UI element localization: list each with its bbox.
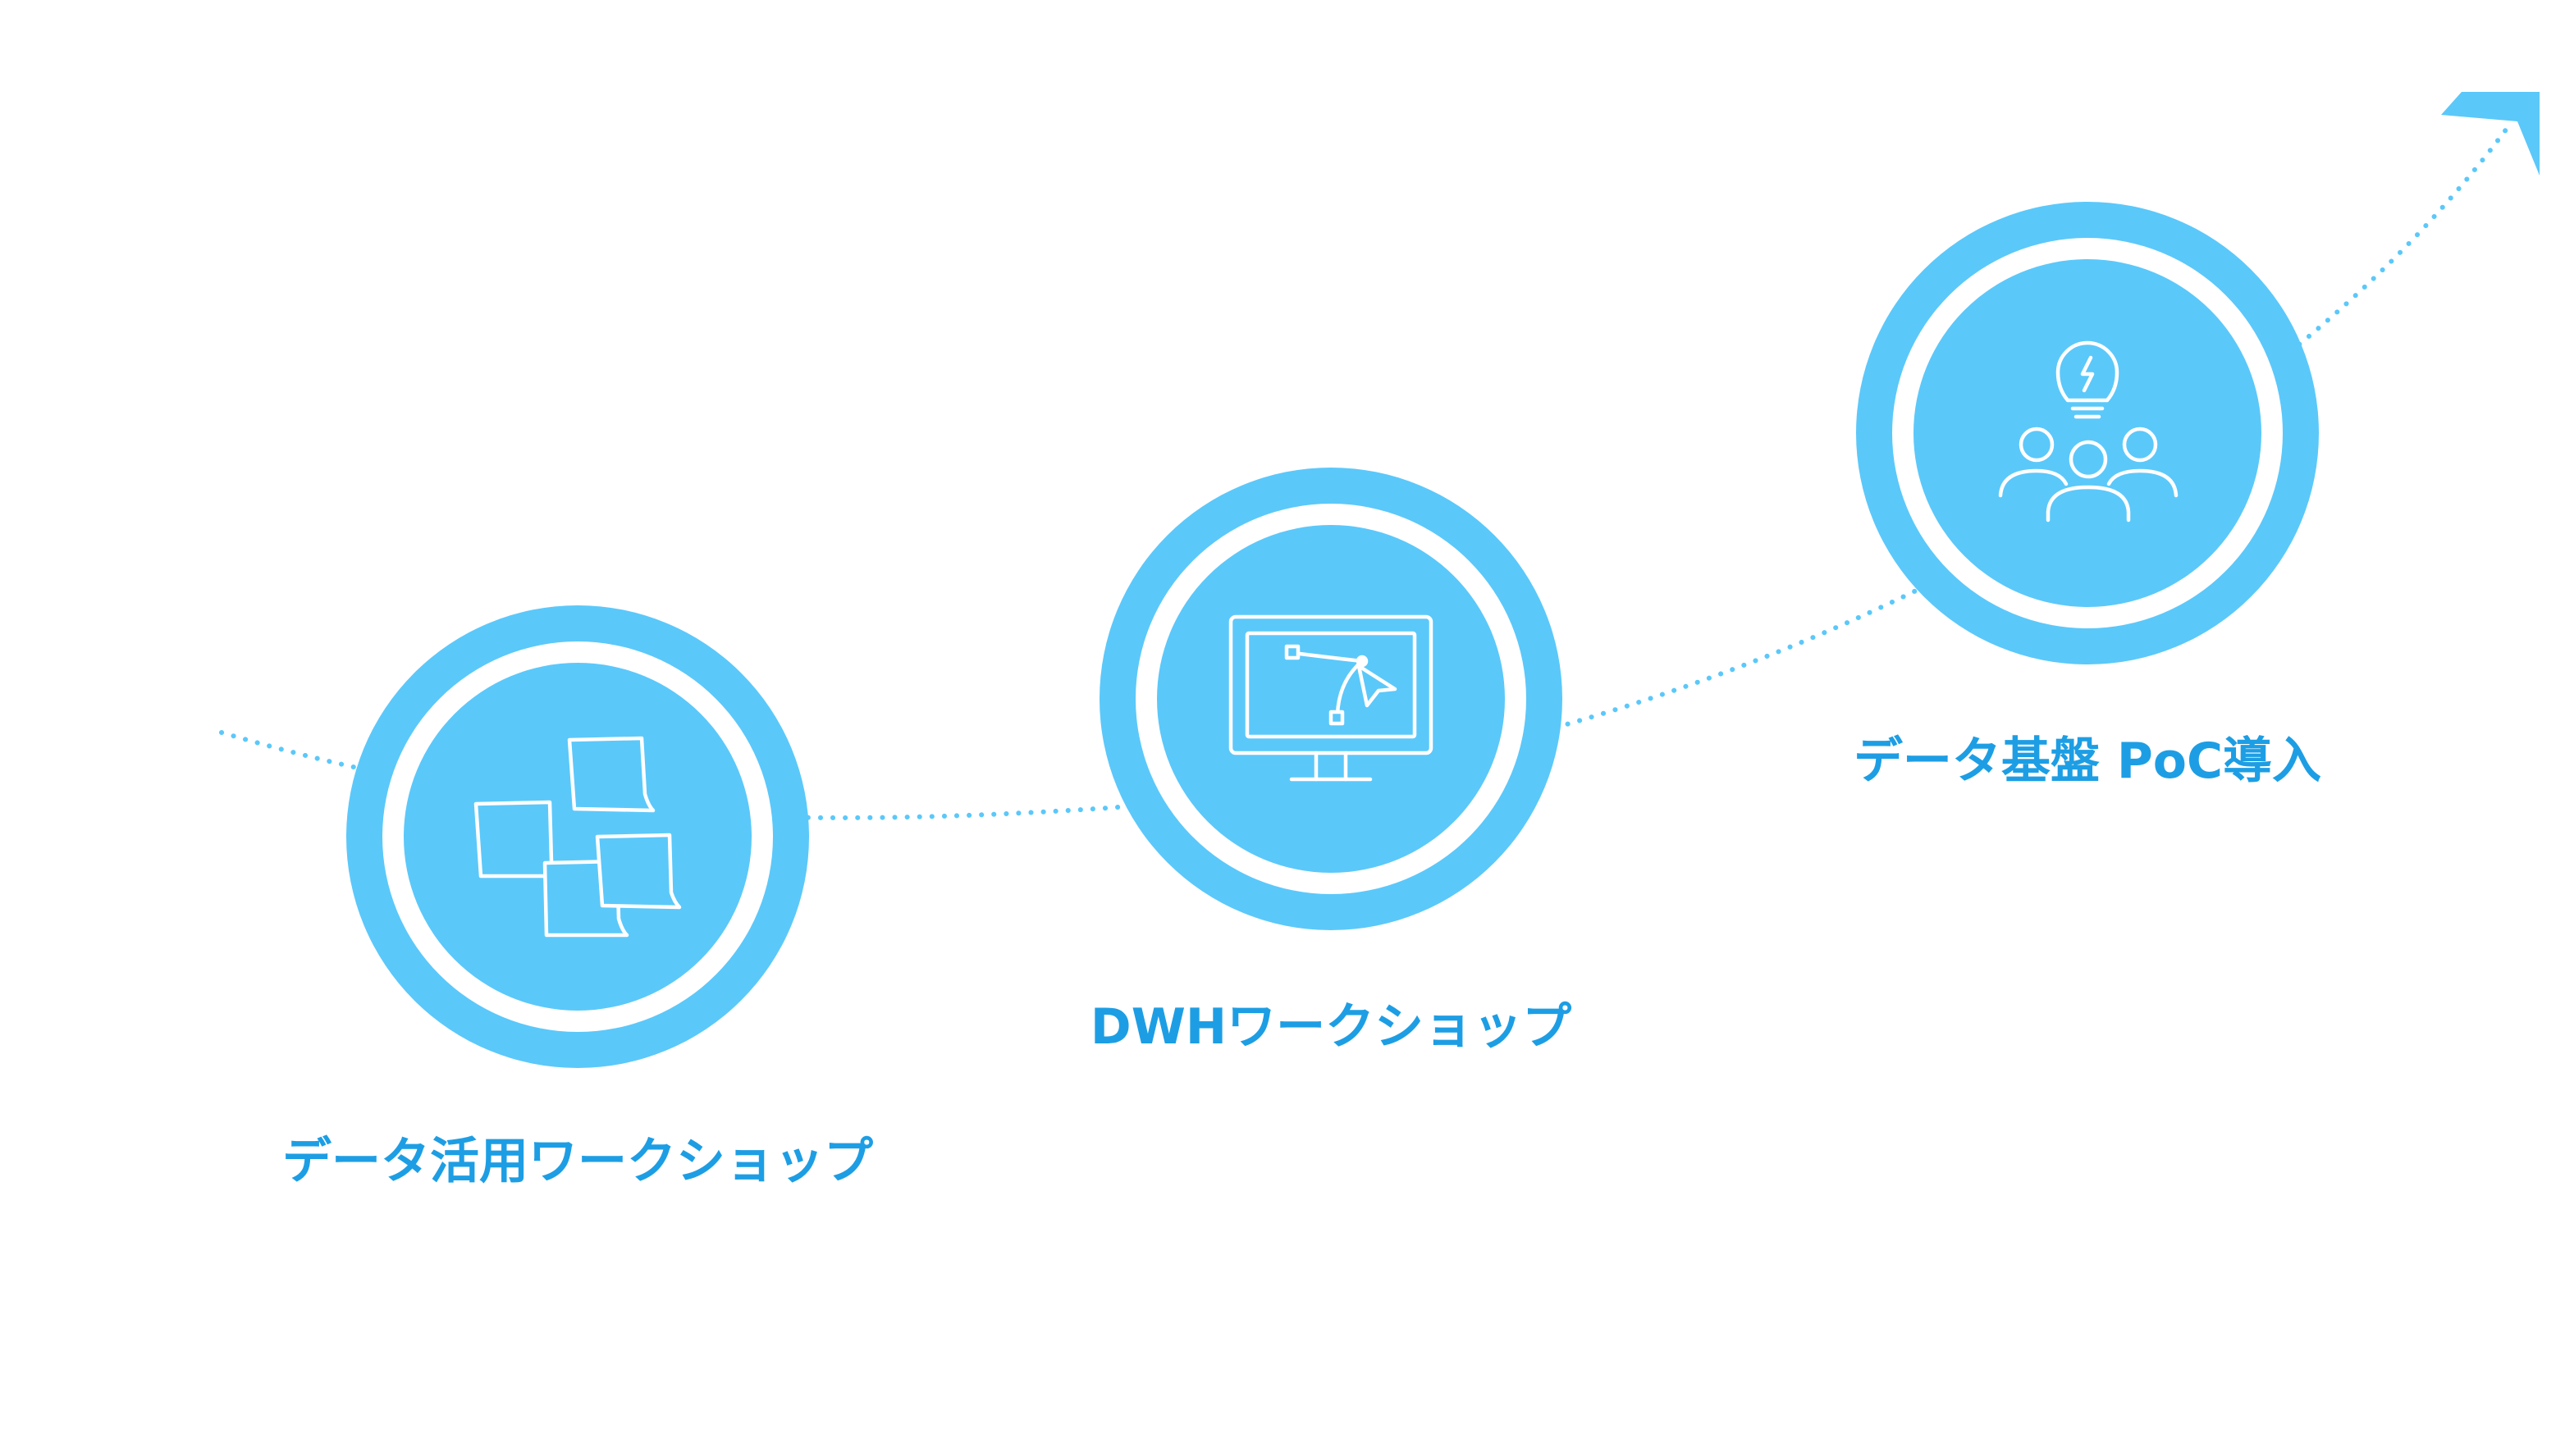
step-2: [1100, 468, 1562, 930]
monitor-vector-design-icon: [1228, 614, 1433, 782]
step-1: [346, 605, 809, 1068]
step-3: [1856, 202, 2319, 664]
step-3-label: データ基盤 PoC導入: [1853, 733, 2322, 790]
step-1-label: データ活用ワークショップ: [282, 1133, 873, 1190]
step-2-inner-disc: [1157, 525, 1505, 873]
step-2-label: DWHワークショップ: [1090, 998, 1572, 1056]
lightbulb-team-icon: [1998, 340, 2179, 523]
step-3-inner-disc: [1913, 259, 2261, 607]
sticky-notes-icon: [473, 736, 682, 938]
step-1-inner-disc: [404, 663, 752, 1011]
arrowhead-icon: [2441, 92, 2540, 176]
